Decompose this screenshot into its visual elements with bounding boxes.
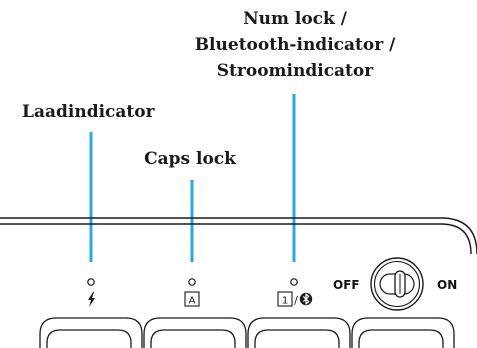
key-1 (39, 317, 143, 348)
num-lock-label-line-3: Stroomindicator (216, 61, 374, 81)
charge-led (87, 278, 95, 286)
boxed-a-letter: A (189, 296, 196, 307)
key-3 (247, 317, 351, 348)
num-led (290, 278, 298, 286)
icon-separator: / (294, 294, 298, 307)
boxed-a-icon: A (184, 291, 200, 307)
num-lock-label-line-1: Num lock / (243, 9, 347, 29)
key-2 (143, 317, 247, 348)
keyboard-body-outline (0, 217, 477, 255)
boxed-1-and-bluetooth-icon: 1 / (277, 291, 313, 307)
switch-on-label: ON (437, 278, 458, 292)
caps-lock-label: Caps lock (144, 149, 236, 169)
key-4 (351, 317, 455, 348)
num-lock-label-line-2: Bluetooth-indicator / (194, 35, 396, 55)
lightning-icon (88, 292, 95, 307)
caps-led (188, 278, 196, 286)
switch-off-label: OFF (333, 278, 360, 292)
bluetooth-icon (299, 292, 313, 306)
num-lock-bluetooth-power-label: Num lock / Bluetooth-indicator / Stroomi… (160, 6, 430, 84)
power-switch (370, 257, 424, 311)
boxed-1-digit: 1 (282, 296, 288, 307)
charge-indicator-label: Laadindicator (22, 102, 155, 122)
